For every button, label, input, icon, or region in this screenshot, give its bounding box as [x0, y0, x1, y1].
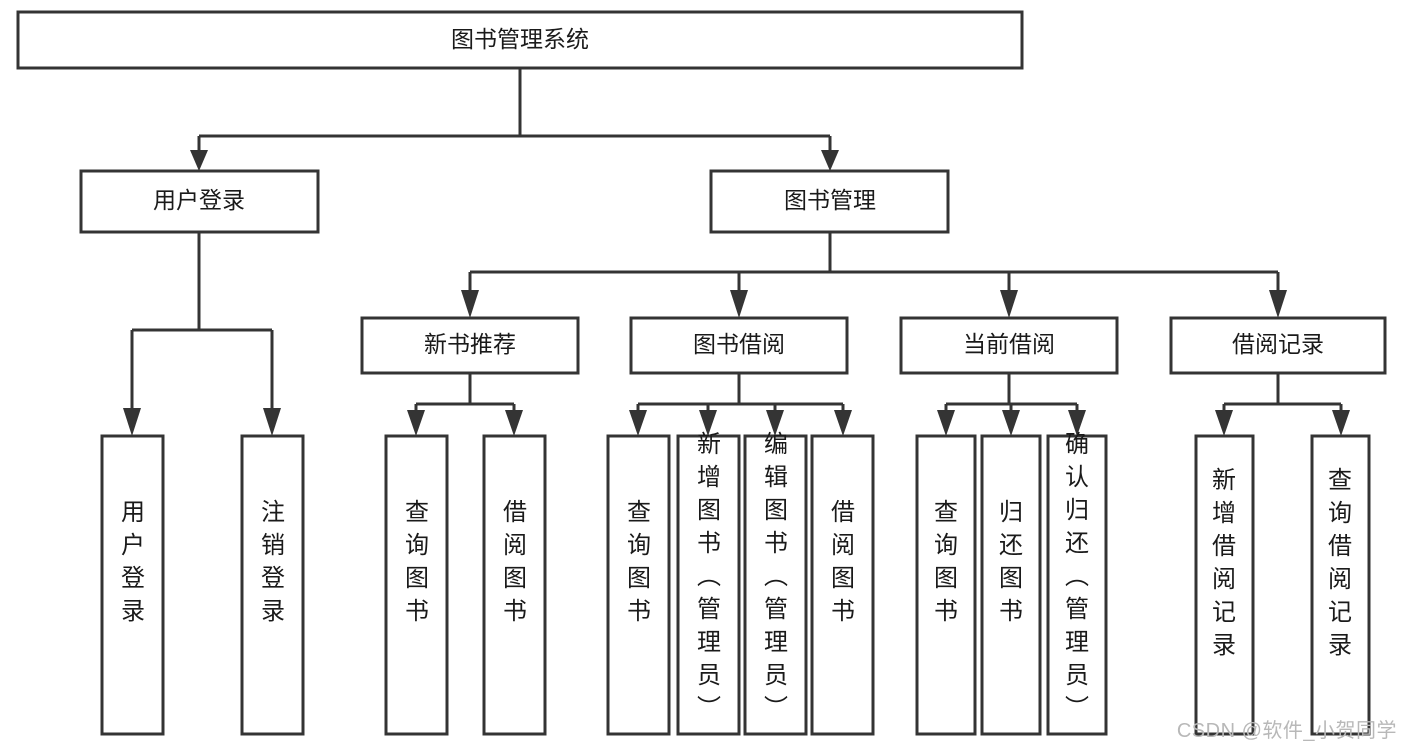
- arrow-to-borrow-record: [1269, 290, 1287, 318]
- leaf-query-book-3[interactable]: 查询图书: [915, 434, 977, 736]
- arrow-to-leaf-borrow-book-1: [505, 410, 523, 436]
- node-borrow-record[interactable]: 借阅记录: [1169, 316, 1387, 375]
- arrow-to-leaf-return-book: [1002, 410, 1020, 436]
- node-user-login-box[interactable]: [79, 169, 320, 234]
- edge-record-to-bus: [1222, 373, 1343, 412]
- leaf-user-login-label: 用户登录: [121, 499, 145, 625]
- leaf-logout[interactable]: 注销登录: [240, 434, 305, 736]
- leaf-query-book-2[interactable]: 查询图书: [606, 434, 671, 736]
- arrow-to-leaf-add-record: [1215, 410, 1233, 436]
- leaf-add-record-label: 新增借阅记录: [1212, 467, 1236, 659]
- leaf-confirm-return[interactable]: 确认归还︵管理员︶: [1046, 431, 1108, 736]
- leaf-borrow-book-1-label: 借阅图书: [503, 499, 527, 625]
- leaf-return-book-label: 归还图书: [999, 499, 1023, 625]
- node-book-management-label: 图书管理: [784, 187, 876, 213]
- node-book-borrow-label: 图书借阅: [693, 331, 785, 357]
- leaf-borrow-book-2[interactable]: 借阅图书: [810, 434, 875, 736]
- leaf-query-book-2-box[interactable]: [606, 434, 671, 736]
- leaf-query-book-3-box[interactable]: [915, 434, 977, 736]
- arrow-to-book-borrow: [730, 290, 748, 318]
- leaf-edit-book[interactable]: 编辑图书︵管理员︶: [743, 431, 808, 736]
- arrow-to-leaf-query-book-2: [629, 410, 647, 436]
- node-root-label: 图书管理系统: [451, 26, 589, 52]
- leaf-edit-book-label: 编辑图书︵管理员︶: [764, 431, 788, 722]
- leaf-user-login[interactable]: 用户登录: [100, 434, 165, 736]
- leaf-borrow-book-2-box[interactable]: [810, 434, 875, 736]
- leaf-query-record-label: 查询借阅记录: [1328, 467, 1352, 659]
- node-current-borrow-box[interactable]: [899, 316, 1119, 375]
- node-book-borrow[interactable]: 图书借阅: [629, 316, 849, 375]
- leaf-query-record[interactable]: 查询借阅记录: [1310, 434, 1371, 736]
- node-book-management-box[interactable]: [709, 169, 950, 234]
- leaf-query-book-3-label: 查询图书: [934, 499, 958, 625]
- arrow-to-new-book-recommend: [461, 290, 479, 318]
- leaf-query-book-1[interactable]: 查询图书: [384, 434, 449, 736]
- leaf-borrow-book-2-label: 借阅图书: [831, 499, 855, 625]
- leaf-query-book-2-label: 查询图书: [627, 499, 651, 625]
- leaf-return-book-box[interactable]: [980, 434, 1042, 736]
- node-new-book-recommend-label: 新书推荐: [424, 331, 516, 357]
- leaf-add-book-label: 新增图书︵管理员︶: [697, 431, 721, 722]
- arrow-to-leaf-edit-book: [766, 410, 784, 436]
- node-current-borrow-label: 当前借阅: [963, 331, 1055, 357]
- node-book-borrow-box[interactable]: [629, 316, 849, 375]
- leaf-logout-label: 注销登录: [261, 499, 285, 625]
- arrow-to-current-borrow: [1000, 290, 1018, 318]
- leaf-query-record-box[interactable]: [1310, 434, 1371, 736]
- leaf-add-record-box[interactable]: [1194, 434, 1255, 736]
- arrow-to-leaf-confirm-return: [1068, 410, 1086, 436]
- arrow-to-leaf-user-login: [123, 408, 141, 436]
- leaf-user-login-box[interactable]: [100, 434, 165, 736]
- leaf-add-book[interactable]: 新增图书︵管理员︶: [676, 431, 741, 736]
- node-new-book-recommend[interactable]: 新书推荐: [360, 316, 580, 375]
- leaf-borrow-book-1-box[interactable]: [482, 434, 547, 736]
- edge-userlogin-to-bus: [130, 232, 274, 410]
- node-borrow-record-label: 借阅记录: [1232, 331, 1324, 357]
- leaf-add-record[interactable]: 新增借阅记录: [1194, 434, 1255, 736]
- leaf-edit-book-box[interactable]: [743, 434, 808, 736]
- leaf-query-book-1-label: 查询图书: [405, 499, 429, 625]
- node-user-login-label: 用户登录: [153, 187, 245, 213]
- node-new-book-recommend-box[interactable]: [360, 316, 580, 375]
- arrow-to-user-login: [190, 150, 208, 171]
- leaf-borrow-book-1[interactable]: 借阅图书: [482, 434, 547, 736]
- node-book-management[interactable]: 图书管理: [709, 169, 950, 234]
- arrow-to-book-management: [821, 150, 839, 171]
- arrow-to-leaf-borrow-book-2: [834, 410, 852, 436]
- connector-layer: [123, 68, 1350, 436]
- edge-bookmgmt-to-bus: [468, 232, 1280, 292]
- node-user-login[interactable]: 用户登录: [79, 169, 320, 234]
- arrow-to-leaf-logout: [263, 408, 281, 436]
- arrow-to-leaf-add-book: [699, 410, 717, 436]
- node-borrow-record-box[interactable]: [1169, 316, 1387, 375]
- arrow-to-leaf-query-book-1: [407, 410, 425, 436]
- edge-borrow-to-bus: [636, 373, 845, 412]
- node-root[interactable]: 图书管理系统: [16, 10, 1024, 70]
- edge-root-to-bus: [197, 68, 832, 156]
- node-current-borrow[interactable]: 当前借阅: [899, 316, 1119, 375]
- leaf-return-book[interactable]: 归还图书: [980, 434, 1042, 736]
- arrow-to-leaf-query-record: [1332, 410, 1350, 436]
- leaf-confirm-return-box[interactable]: [1046, 434, 1108, 736]
- leaf-logout-box[interactable]: [240, 434, 305, 736]
- edge-current-to-bus: [944, 373, 1079, 412]
- leaf-add-book-box[interactable]: [676, 434, 741, 736]
- leaf-query-book-1-box[interactable]: [384, 434, 449, 736]
- edge-recommend-to-bus: [414, 373, 516, 412]
- arrow-to-leaf-query-book-3: [937, 410, 955, 436]
- leaf-confirm-return-label: 确认归还︵管理员︶: [1065, 431, 1089, 722]
- node-root-box[interactable]: [16, 10, 1024, 70]
